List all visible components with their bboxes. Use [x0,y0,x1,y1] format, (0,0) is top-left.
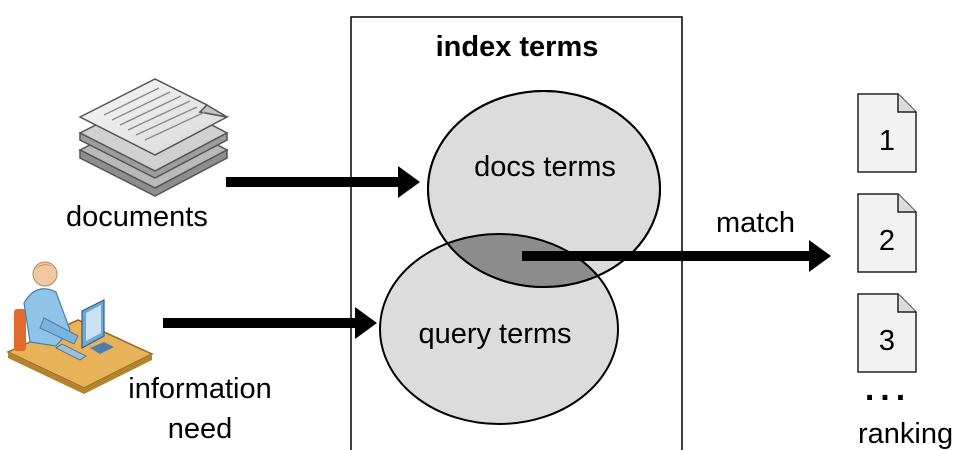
ranking-label: ranking [858,418,954,450]
rank-number-2: 2 [878,225,896,257]
docs-terms-label: docs terms [474,151,616,183]
index-terms-box [350,16,683,450]
user-at-computer-icon [6,261,154,394]
information-need-label-line2: need [167,413,233,445]
rank-number-3: 3 [878,325,896,357]
ranked-doc-2 [857,193,917,273]
match-label: match [716,207,795,239]
ranked-doc-3 [857,293,917,373]
documents-arrow [226,166,420,198]
information-need-label-line1: information [128,373,272,405]
index-terms-title: index terms [435,31,599,63]
query-terms-label: query terms [418,318,572,350]
rank-number-1: 1 [878,125,896,157]
stacked-documents-icon [78,78,230,197]
ranking-ellipsis: ... [864,370,912,408]
information-need-arrow [163,307,377,339]
match-arrow [522,240,831,272]
documents-label: documents [66,201,208,233]
ranked-doc-1 [857,93,917,173]
docs-circle-outline [427,90,661,288]
